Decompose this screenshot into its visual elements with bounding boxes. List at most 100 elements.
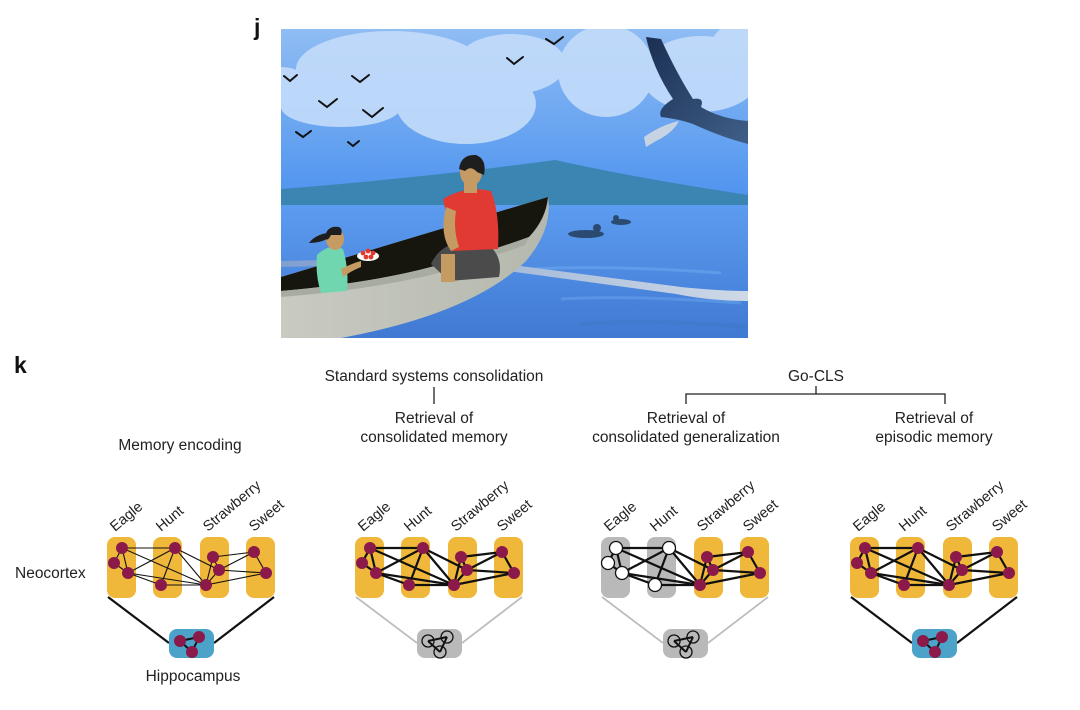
hippocampal-link-left	[107, 596, 170, 644]
hippocampal-connection	[427, 640, 441, 653]
panel-label-j: j	[254, 14, 261, 40]
region-label-neocortex: Neocortex	[15, 565, 86, 582]
cortical-connection	[466, 568, 515, 575]
hippocampal-connection	[427, 636, 448, 642]
flying-birds	[283, 36, 564, 148]
active-node	[403, 579, 415, 591]
strawberries	[357, 248, 379, 261]
cortical-connection	[375, 571, 455, 587]
cortical-connection	[712, 568, 761, 575]
cortical-connection	[160, 547, 176, 586]
hippocampal-connection	[439, 636, 448, 653]
cortical-connection	[917, 547, 950, 586]
cortical-connection	[870, 547, 919, 574]
word-label-sweet: Sweet	[494, 497, 535, 535]
cortical-connection	[369, 546, 455, 587]
hippocampal-active-node	[193, 631, 205, 643]
cortical-connection	[902, 547, 920, 586]
hippocampal-connection	[685, 636, 694, 653]
active-node	[943, 579, 955, 591]
fish	[644, 121, 679, 147]
cortical-connection	[948, 571, 1010, 587]
hippocampal-inactive-node	[440, 630, 454, 644]
eagle	[646, 37, 748, 144]
active-node	[461, 564, 473, 576]
active-node	[213, 564, 225, 576]
active-node	[742, 546, 754, 558]
cortical-connection	[955, 550, 998, 559]
panel-title-line1: Retrieval of	[647, 410, 726, 427]
word-label-eagle: Eagle	[601, 499, 640, 535]
word-label-eagle: Eagle	[107, 499, 146, 535]
cortical-connection	[864, 546, 950, 587]
active-node	[496, 546, 508, 558]
hippocampal-link-left	[601, 596, 664, 644]
word-label-hunt: Hunt	[153, 503, 187, 535]
inactive-node	[647, 577, 663, 593]
active-node	[707, 564, 719, 576]
hippocampal-link-left	[850, 596, 913, 644]
panel-title-line1: Retrieval of	[395, 410, 474, 427]
hippocampal-connection	[673, 640, 687, 653]
active-node	[417, 542, 429, 554]
active-node	[108, 557, 120, 569]
panel-title-memory-encoding: Memory encoding	[118, 437, 241, 454]
word-label-sweet: Sweet	[246, 497, 287, 535]
active-node	[859, 542, 871, 554]
hippocampal-active-node	[929, 646, 941, 658]
cortical-connection	[127, 572, 207, 586]
cortical-connection	[706, 550, 749, 559]
active-node	[956, 564, 968, 576]
cortical-connection	[375, 547, 424, 574]
cortical-connection	[712, 551, 749, 571]
neocortex-column-sweet	[494, 537, 523, 598]
go-cls-bracket	[685, 386, 946, 404]
hippocampal-inactive-node	[667, 634, 681, 648]
inactive-node	[608, 540, 624, 556]
cortical-connection	[621, 571, 701, 587]
hippocampus-box	[417, 629, 462, 658]
cortical-connection	[218, 569, 267, 574]
word-label-sweet: Sweet	[740, 497, 781, 535]
hippocampal-connection	[673, 636, 694, 642]
neocortex-column-sweet	[246, 537, 275, 598]
active-node	[116, 542, 128, 554]
word-label-sweet: Sweet	[989, 497, 1030, 535]
hippocampal-active-node	[917, 635, 929, 647]
boat-scene-illustration	[281, 29, 748, 338]
panel-title-line1: Retrieval of	[895, 410, 974, 427]
word-label-hunt: Hunt	[647, 503, 681, 535]
inactive-node	[661, 540, 677, 556]
hippocampal-inactive-node	[421, 634, 435, 648]
panel-title-consolidated-memory: consolidated memory	[360, 429, 508, 446]
active-node	[455, 551, 467, 563]
active-node	[508, 567, 520, 579]
cortical-connection	[621, 547, 670, 574]
hippocampal-active-node	[936, 631, 948, 643]
active-node	[370, 567, 382, 579]
neocortex-column-sweet	[740, 537, 769, 598]
active-node	[207, 551, 219, 563]
heading-standard-systems-consolidation: Standard systems consolidation	[325, 368, 544, 385]
hippocampus-box	[663, 629, 708, 658]
hippocampal-link-right	[213, 596, 275, 644]
cortical-connection	[668, 547, 701, 586]
cortical-connection	[466, 551, 503, 571]
active-node	[356, 557, 368, 569]
cortical-connection	[174, 547, 207, 586]
cortical-connection	[453, 571, 515, 587]
hippocampal-link-right	[956, 596, 1018, 644]
hippocampal-inactive-node	[686, 630, 700, 644]
active-node	[200, 579, 212, 591]
active-node	[248, 546, 260, 558]
active-node	[865, 567, 877, 579]
active-node	[155, 579, 167, 591]
neocortex-column-eagle	[107, 537, 136, 598]
father	[431, 154, 500, 282]
active-node	[694, 579, 706, 591]
